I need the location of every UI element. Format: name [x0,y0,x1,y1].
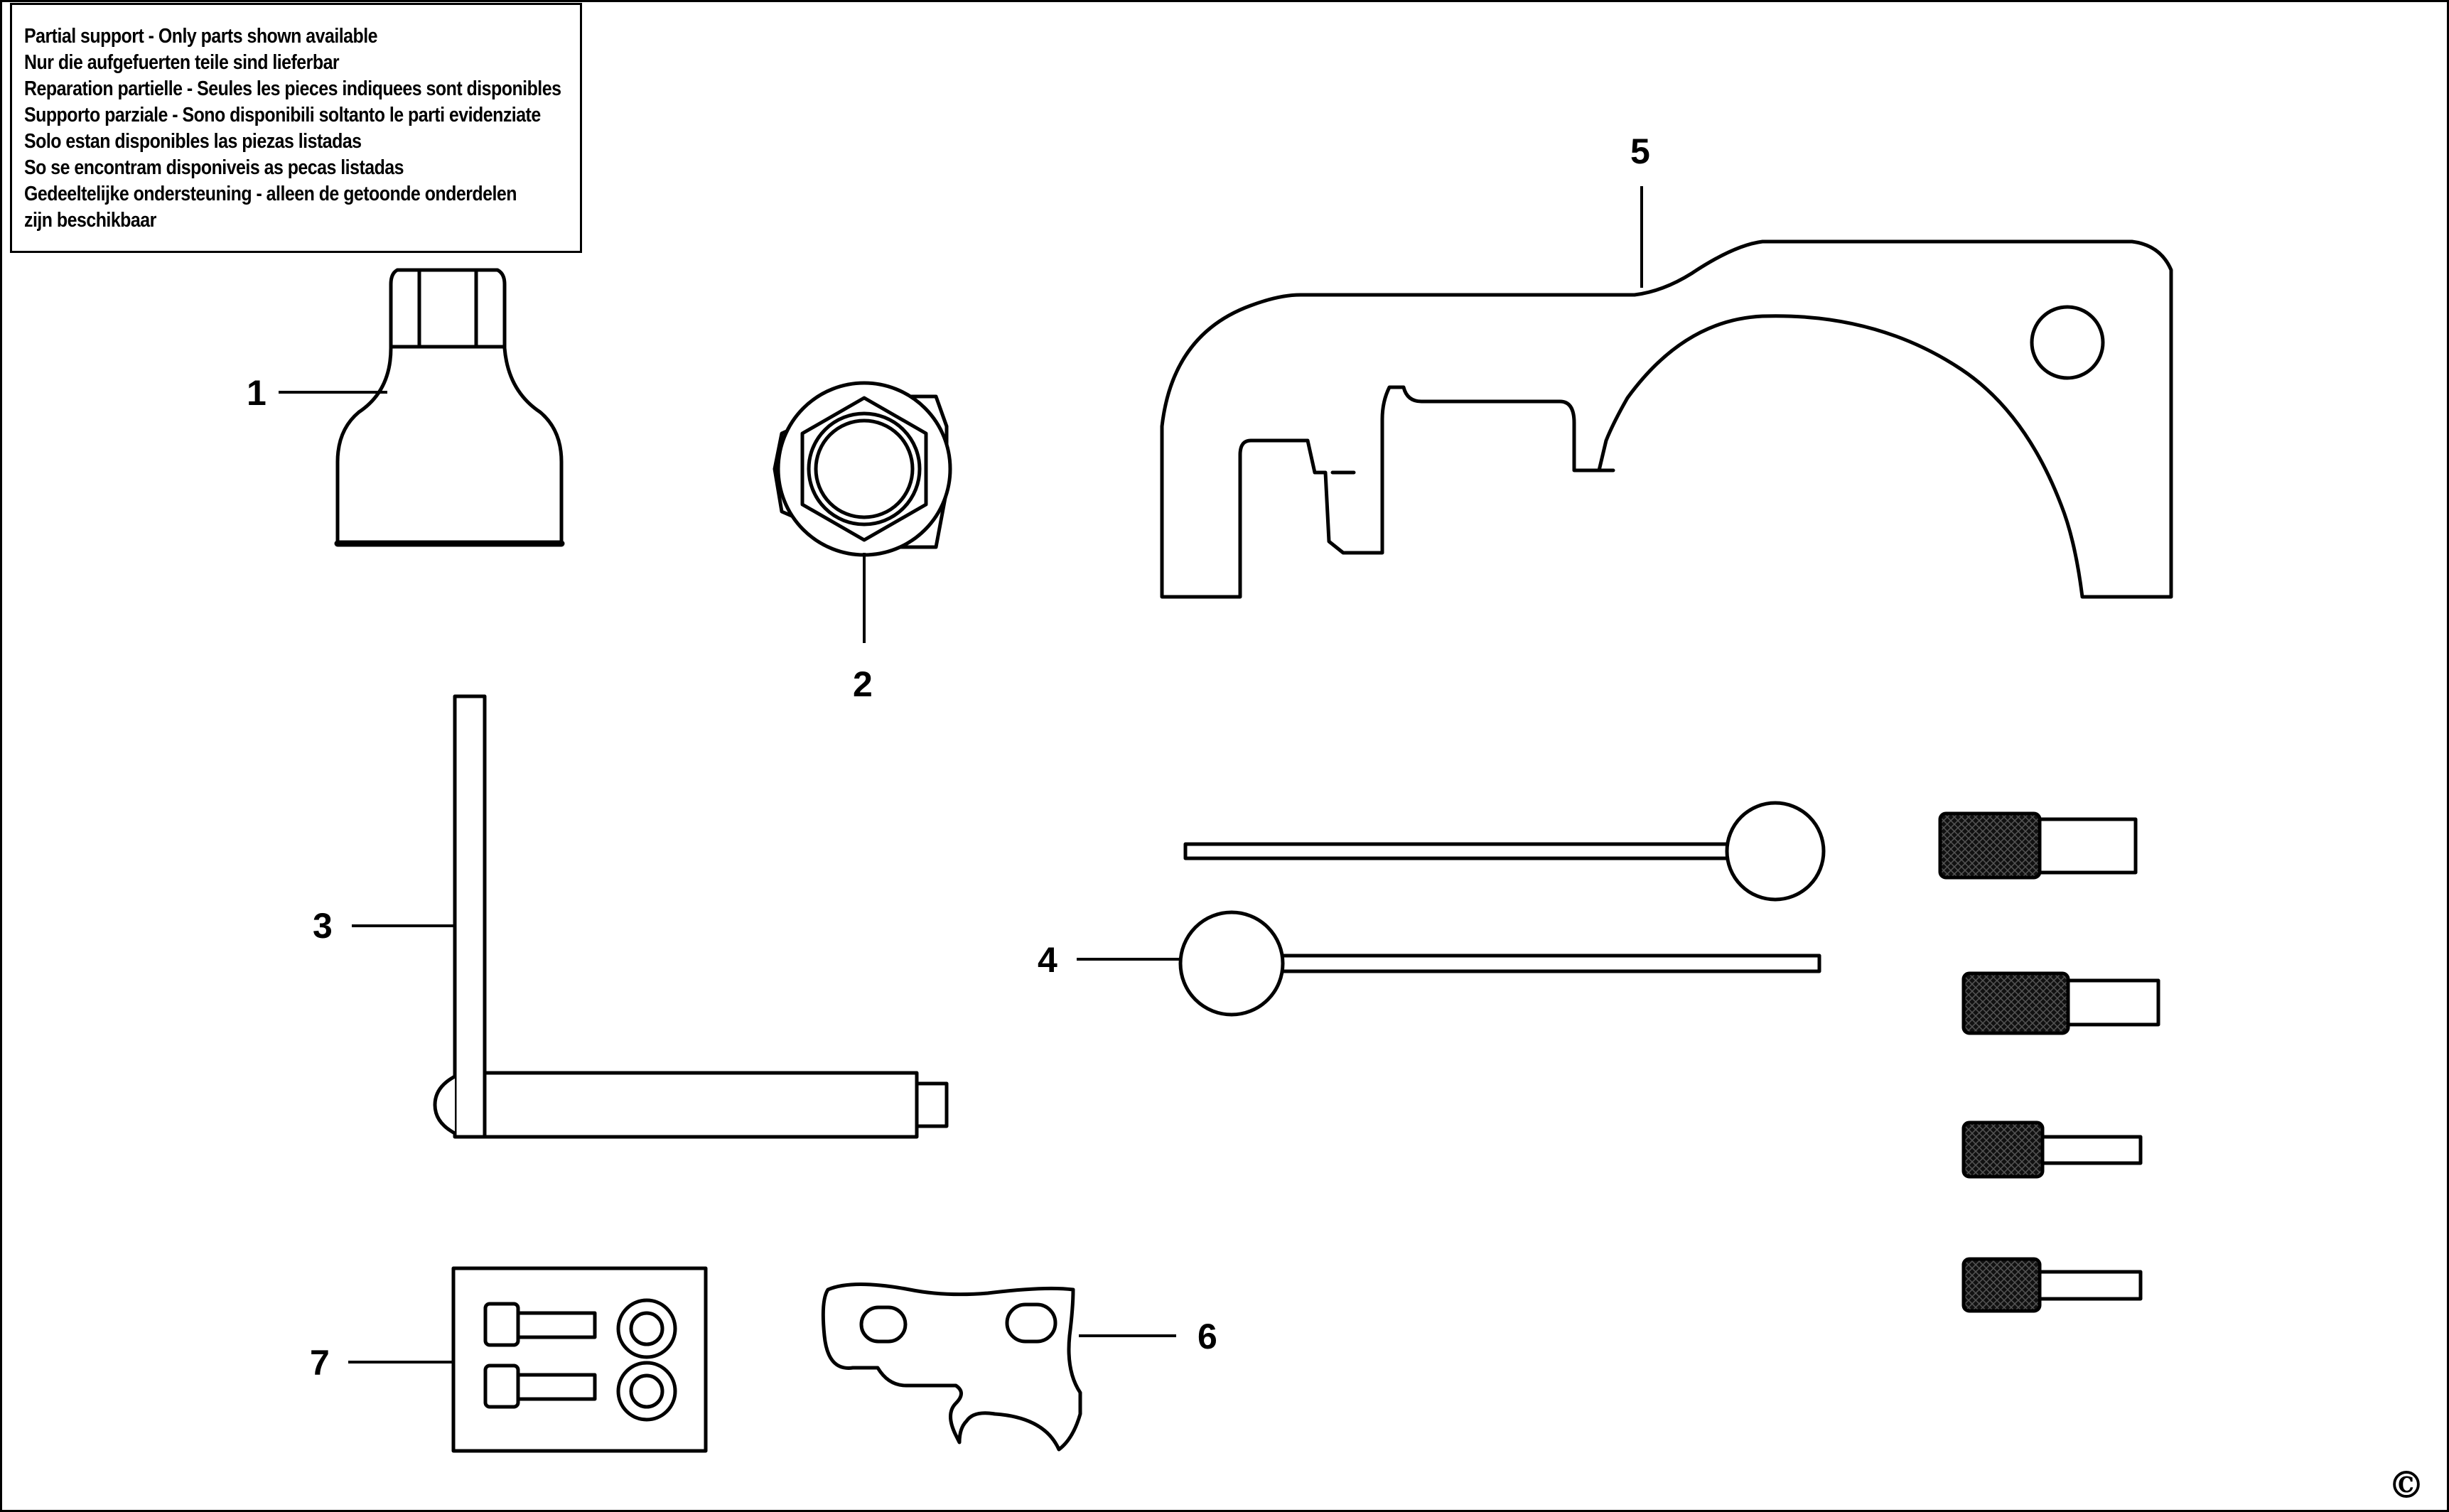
notice-line-de: Nur die aufgefuerten teile sind lieferba… [24,51,340,74]
partial-support-notice: Partial support - Only parts shown avail… [10,3,582,253]
notice-line-en: Partial support - Only parts shown avail… [24,25,378,48]
notice-line-es: Solo estan disponibles las piezas listad… [24,130,362,153]
callout-5: 5 [1630,131,1650,171]
callout-1: 1 [247,373,267,413]
part-1-socket-adaptor [334,268,565,547]
timing-pin-2 [1961,971,2160,1035]
part-6-bracket-plate [821,1282,1082,1452]
callout-6: 6 [1197,1317,1217,1356]
part-2-hex-nut [773,381,952,557]
part-4-ball-rods [1178,801,1826,1017]
callout-7: 7 [310,1343,330,1383]
callout-2: 2 [853,664,873,704]
notice-line-nl-cont: zijn beschikbaar [24,209,156,232]
callout-3: 3 [313,906,333,946]
timing-pin-4 [1961,1257,2143,1313]
callout-4: 4 [1038,940,1057,980]
part-5-setting-plate [1160,239,2173,599]
copyright-mark: © [2388,1464,2425,1507]
timing-pin-3 [1961,1120,2143,1179]
notice-line-fr: Reparation partielle - Seules les pieces… [24,77,561,100]
part-3-l-locking-pin [433,694,949,1139]
notice-line-nl: Gedeeltelijke ondersteuning - alleen de … [24,183,517,205]
part-7-bolt-kit [451,1266,708,1453]
notice-line-pt: So se encontram disponiveis as pecas lis… [24,156,404,179]
notice-line-it: Supporto parziale - Sono disponibili sol… [24,104,541,126]
timing-pin-1 [1938,811,2138,880]
